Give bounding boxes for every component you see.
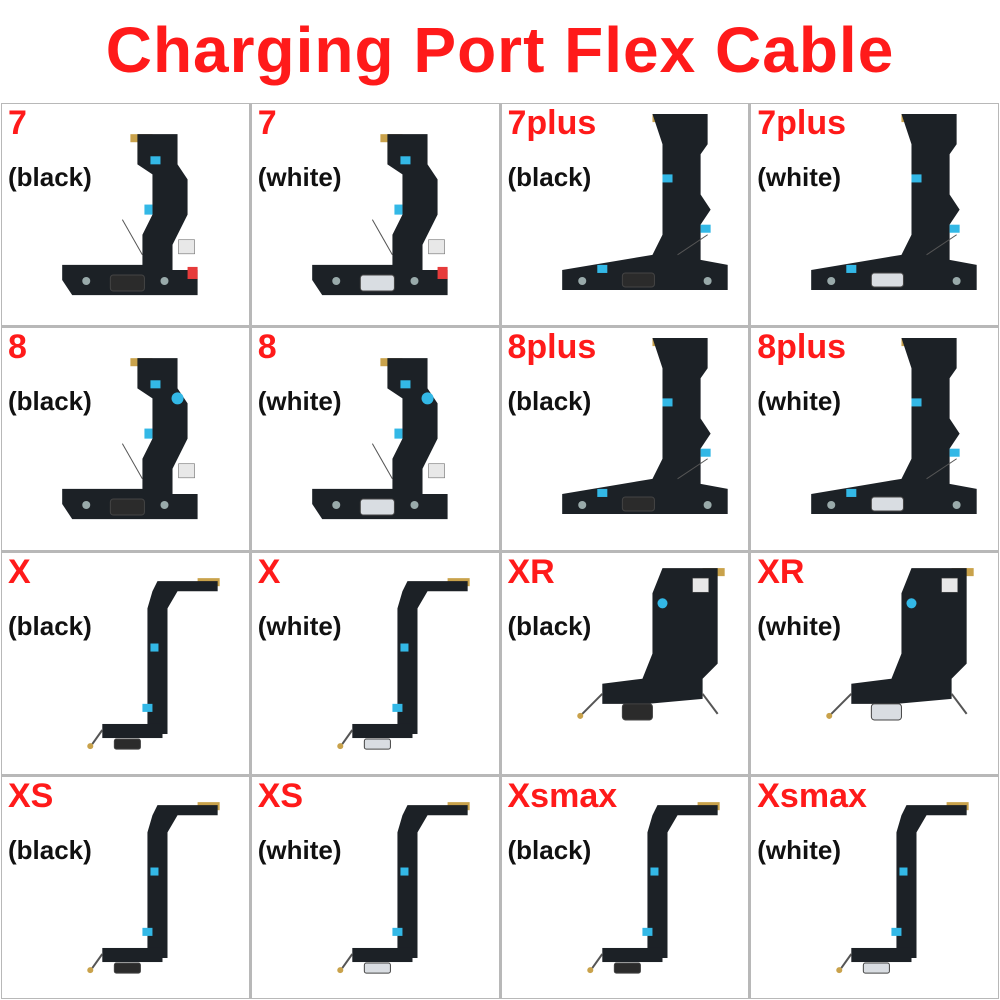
product-cell: 7plus (black): [501, 104, 749, 326]
color-variant-label: (black): [507, 162, 592, 192]
model-label: X: [257, 552, 281, 591]
flex-cable-image: [337, 801, 470, 974]
page-title: Charging Port Flex Cable: [105, 14, 895, 86]
color-variant-label: (white): [257, 162, 342, 192]
product-cell: XR (black): [501, 552, 749, 774]
flex-cable-image: [62, 134, 198, 296]
product-cell: 7 (white): [251, 104, 499, 326]
model-label: XR: [507, 552, 555, 591]
color-variant-label: (black): [8, 162, 92, 192]
color-variant-label: (black): [8, 386, 92, 417]
product-cell: XR (white): [751, 552, 998, 774]
flex-cable-image: [811, 114, 977, 291]
color-variant-label: (white): [757, 386, 842, 417]
model-label: 8plus: [757, 328, 847, 367]
product-grid: 7 (black) 7 (white) 7plus (black) 7plus (white)…: [1, 103, 999, 999]
model-label: Xsmax: [757, 776, 867, 815]
model-label: X: [8, 552, 31, 591]
model-label: XS: [8, 776, 54, 815]
model-label: Xsmax: [507, 776, 618, 815]
product-cell: XS (black): [2, 776, 249, 998]
flex-cable-image: [586, 801, 720, 974]
flex-cable-image: [836, 801, 969, 974]
flex-cable-image: [576, 567, 725, 720]
color-variant-label: (white): [257, 386, 342, 417]
color-variant-label: (black): [8, 834, 92, 865]
model-label: XS: [257, 776, 304, 815]
product-cell: Xsmax (black): [501, 776, 749, 998]
product-cell: 8plus (black): [501, 328, 749, 550]
color-variant-label: (white): [757, 610, 842, 641]
flex-cable-image: [561, 114, 728, 291]
product-cell: X (white): [251, 552, 499, 774]
product-cell: 7plus (white): [751, 104, 998, 326]
color-variant-label: (black): [507, 386, 592, 417]
model-label: 8: [8, 328, 27, 367]
color-variant-label: (white): [257, 610, 342, 641]
color-variant-label: (white): [757, 834, 842, 865]
product-cell: 7 (black): [2, 104, 249, 326]
model-label: 7: [257, 104, 277, 142]
flex-cable-image: [311, 358, 448, 520]
product-cell: Xsmax (white): [751, 776, 998, 998]
color-variant-label: (black): [8, 610, 92, 641]
product-cell: 8 (black): [2, 328, 249, 550]
product-cell: XS (white): [251, 776, 499, 998]
model-label: 7: [8, 104, 27, 142]
flex-cable-image: [311, 134, 448, 296]
color-variant-label: (black): [507, 610, 592, 641]
flex-cable-image: [826, 567, 974, 720]
model-label: 8plus: [507, 328, 597, 367]
color-variant-label: (white): [257, 834, 342, 865]
model-label: 7plus: [757, 104, 847, 142]
model-label: XR: [757, 552, 805, 591]
model-label: 7plus: [507, 104, 597, 142]
product-cell: 8 (white): [251, 328, 499, 550]
flex-cable-image: [87, 577, 220, 750]
flex-cable-image: [337, 577, 470, 750]
flex-cable-image: [561, 338, 728, 515]
flex-cable-image: [811, 338, 977, 515]
color-variant-label: (white): [757, 162, 842, 192]
flex-cable-image: [87, 801, 220, 974]
product-cell: X (black): [2, 552, 249, 774]
product-cell: 8plus (white): [751, 328, 998, 550]
flex-cable-image: [62, 358, 198, 520]
model-label: 8: [257, 328, 277, 367]
color-variant-label: (black): [507, 834, 592, 865]
